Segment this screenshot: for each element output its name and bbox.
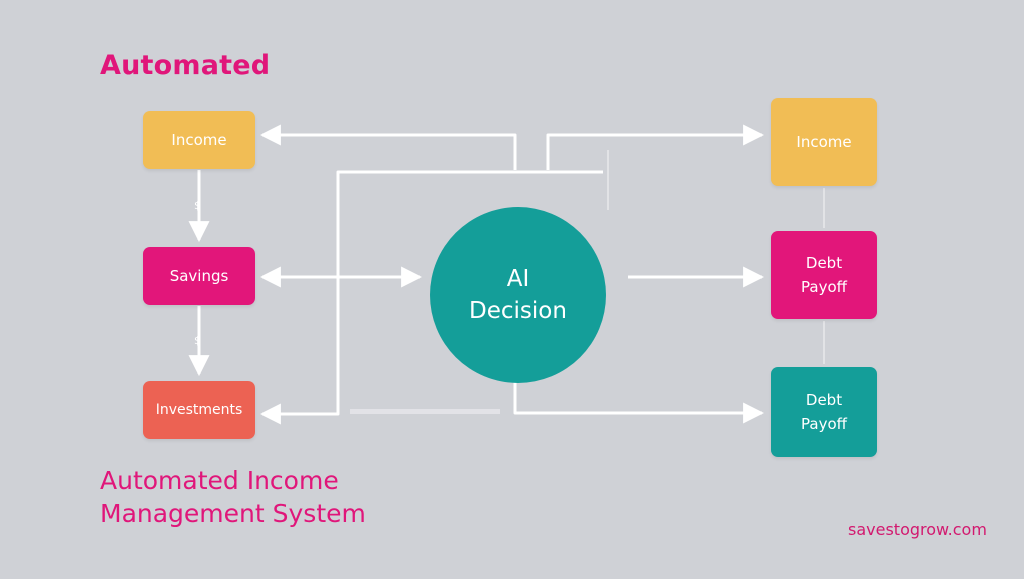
node-savings: Savings bbox=[143, 247, 255, 305]
title-line-2: Management System bbox=[100, 499, 366, 528]
dollar-symbol-1: $ bbox=[194, 199, 201, 212]
node-investments-label: Investments bbox=[155, 402, 243, 418]
node-savings-label: Savings bbox=[169, 267, 229, 285]
center-label-line-1: AI bbox=[506, 266, 530, 292]
node-debt-payoff-2-line-1: Debt bbox=[805, 391, 843, 409]
node-income-left-label: Income bbox=[171, 131, 227, 149]
node-debt-payoff-1: Debt Payoff bbox=[771, 231, 877, 319]
arrow-to-debt-payoff-2 bbox=[513, 380, 765, 424]
heading-automated: Automated bbox=[100, 50, 271, 81]
arrow-to-income-left bbox=[259, 124, 517, 170]
top-bus-line bbox=[336, 170, 603, 407]
node-debt-payoff-1-line-1: Debt bbox=[805, 254, 843, 272]
node-investments: Investments bbox=[143, 381, 255, 439]
node-income-left: Income bbox=[143, 111, 255, 169]
center-label-line-2: Decision bbox=[469, 298, 567, 324]
node-debt-payoff-2: Debt Payoff bbox=[771, 367, 877, 457]
decorative-strip bbox=[350, 409, 500, 414]
dollar-symbol-2: $ bbox=[194, 334, 201, 347]
node-debt-payoff-2-line-2: Payoff bbox=[801, 415, 847, 433]
node-debt-payoff-1-line-2: Payoff bbox=[801, 278, 847, 296]
ai-decision-circle: AI Decision bbox=[430, 207, 606, 383]
arrow-to-investments bbox=[259, 403, 340, 425]
diagram-title: Automated Income Management System bbox=[100, 464, 366, 530]
site-url: savestogrow.com bbox=[848, 520, 987, 539]
title-line-1: Automated Income bbox=[100, 466, 339, 495]
node-income-right-label: Income bbox=[796, 133, 852, 151]
node-income-right: Income bbox=[771, 98, 877, 186]
arrow-to-income-right bbox=[546, 124, 765, 170]
